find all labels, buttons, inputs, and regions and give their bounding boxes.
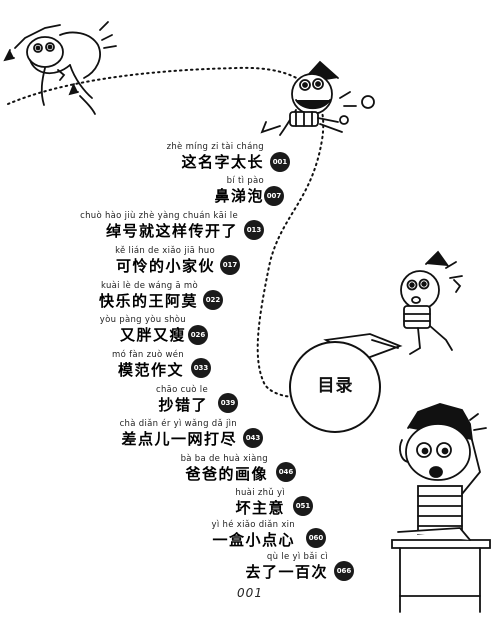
entry-pinyin: chà diǎn ér yì wǎng dǎ jìn [119,419,237,429]
entry-page-badge: 043 [243,428,263,448]
student-at-desk-character-icon [391,403,491,613]
entry-pinyin: mó fàn zuò wén [112,350,184,360]
entry-page-badge: 001 [270,152,290,172]
entry-title: 坏主意 [235,499,285,517]
toc-entry[interactable]: bí tì pào 鼻涕泡 [214,176,264,205]
entry-pinyin: huài zhǔ yì [235,488,285,498]
entry-title: 鼻涕泡 [214,187,264,205]
toc-entry[interactable]: bà ba de huà xiàng 爸爸的画像 [181,454,268,483]
entry-page-badge: 007 [264,186,284,206]
toc-entry[interactable]: chà diǎn ér yì wǎng dǎ jìn 差点儿一网打尽 [120,419,237,448]
entry-title: 又胖又瘦 [119,326,186,344]
entry-pinyin: kuài lè de wáng ā mò [101,281,198,291]
entry-title: 这名字太长 [181,153,264,171]
entry-page-badge: 013 [244,220,264,240]
entry-pinyin: zhè míng zi tài cháng [166,142,264,152]
entry-pinyin: chāo cuò le [155,385,208,395]
toc-entry[interactable]: kě lián de xiǎo jiā huo 可怜的小家伙 [115,246,215,275]
entry-title: 爸爸的画像 [185,465,268,483]
entry-page-badge: 066 [334,561,354,581]
entry-pinyin: qù le yì bǎi cì [266,552,328,562]
wizard-character-icon [3,21,117,115]
toc-heading-circle [289,341,381,433]
entry-title: 绰号就这样传开了 [105,222,238,240]
entry-title: 差点儿一网打尽 [121,430,237,448]
toc-entry[interactable]: chāo cuò le 抄错了 [156,385,208,414]
entry-page-badge: 026 [188,325,208,345]
entry-title: 快乐的王阿莫 [98,292,198,310]
entry-title: 抄错了 [158,396,208,414]
toc-entry[interactable]: chuò hào jiù zhè yàng chuán kāi le 绰号就这样… [80,211,238,240]
entry-pinyin: yòu pàng yòu shòu [99,315,186,325]
toc-entry[interactable]: zhè míng zi tài cháng 这名字太长 [167,142,264,171]
entry-page-badge: 017 [220,255,240,275]
entry-page-badge: 022 [203,290,223,310]
entry-title: 可怜的小家伙 [115,257,215,275]
toc-entry[interactable]: kuài lè de wáng ā mò 快乐的王阿莫 [99,281,198,310]
flying-kid-character-icon [260,60,375,136]
entry-pinyin: chuò hào jiù zhè yàng chuán kāi le [80,211,238,221]
entry-page-badge: 039 [218,393,238,413]
entry-page-badge: 033 [191,358,211,378]
toc-entry[interactable]: huài zhǔ yì 坏主意 [235,488,285,517]
toc-entry[interactable]: mó fàn zuò wén 模范作文 [112,350,184,379]
entry-page-badge: 046 [276,462,296,482]
toc-entry[interactable]: qù le yì bǎi cì 去了一百次 [245,552,328,581]
toc-entry[interactable]: yòu pàng yòu shòu 又胖又瘦 [100,315,186,344]
entry-pinyin: kě lián de xiǎo jiā huo [115,246,215,256]
toc-entry[interactable]: yì hé xiǎo diǎn xin 一盒小点心 [212,520,295,549]
entry-pinyin: yì hé xiǎo diǎn xin [211,520,295,530]
entry-title: 去了一百次 [245,563,328,581]
entry-pinyin: bà ba de huà xiàng [180,454,268,464]
entry-title: 模范作文 [117,361,184,379]
entry-page-badge: 051 [293,496,313,516]
entry-pinyin: bí tì pào [226,176,264,186]
page-number: 001 [237,586,263,600]
entry-page-badge: 060 [306,528,326,548]
entry-title: 一盒小点心 [212,531,295,549]
toc-heading: 目录 [317,376,354,396]
dotted-path [7,66,331,399]
